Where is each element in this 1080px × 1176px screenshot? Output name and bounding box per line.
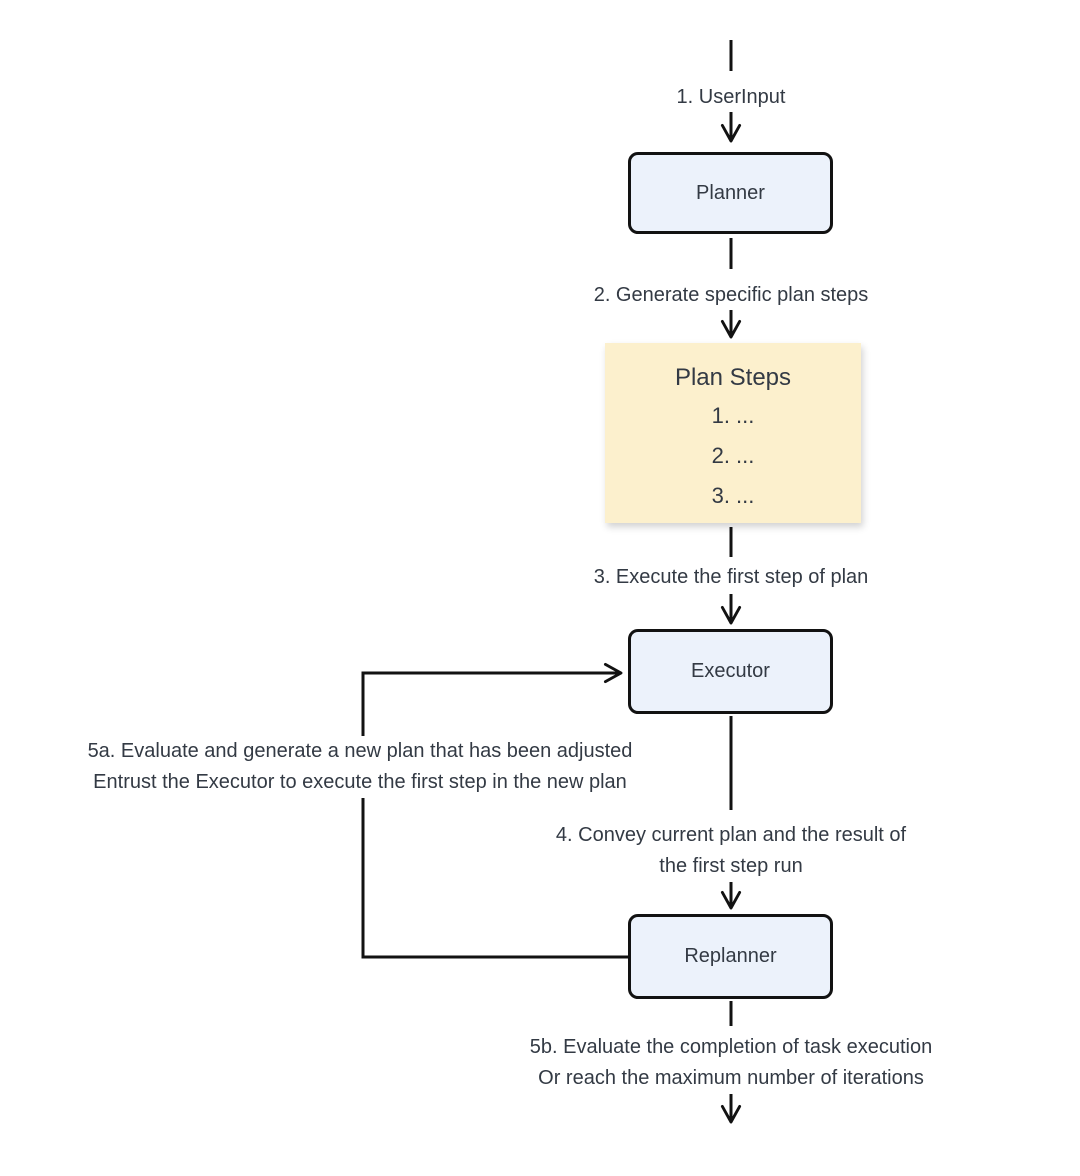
edge-label-finish-line2: Or reach the maximum number of iteration… [538, 1067, 924, 1089]
edge-label-replan-loop-line1: 5a. Evaluate and generate a new plan tha… [87, 740, 633, 762]
edge-label-finish-line1: 5b. Evaluate the completion of task exec… [529, 1036, 933, 1058]
edge-label-replan-loop-line2: Entrust the Executor to execute the firs… [93, 771, 627, 793]
edge-label-convey-result-line2: the first step run [659, 855, 803, 877]
edge-label-convey-result: 4. Convey current plan and the result of… [549, 820, 913, 882]
edge-replanner-loop-to-executor [361, 662, 628, 959]
node-planner-label: Planner [696, 181, 765, 204]
node-planner: Planner [628, 152, 833, 234]
edge-label-user-input: 1. UserInput [670, 82, 792, 112]
plan-steps-item: 2. ... [711, 443, 755, 468]
edge-label-execute-first: 3. Execute the first step of plan [587, 562, 875, 592]
plan-steps-item: 1. ... [711, 403, 755, 428]
node-replanner-label: Replanner [684, 945, 777, 967]
node-executor-label: Executor [691, 660, 770, 682]
plan-steps-item: 3. ... [711, 483, 755, 508]
edge-label-replan-loop: 5a. Evaluate and generate a new plan tha… [81, 736, 639, 798]
node-executor: Executor [628, 629, 833, 714]
node-plan-steps: Plan Steps 1. ... 2. ... 3. ... [605, 343, 861, 523]
edge-label-generate-plan: 2. Generate specific plan steps [587, 280, 875, 310]
edge-label-convey-result-line1: 4. Convey current plan and the result of [555, 824, 907, 846]
edge-label-finish: 5b. Evaluate the completion of task exec… [523, 1032, 939, 1094]
node-replanner: Replanner [628, 914, 833, 999]
plan-steps-title: Plan Steps [674, 364, 792, 391]
